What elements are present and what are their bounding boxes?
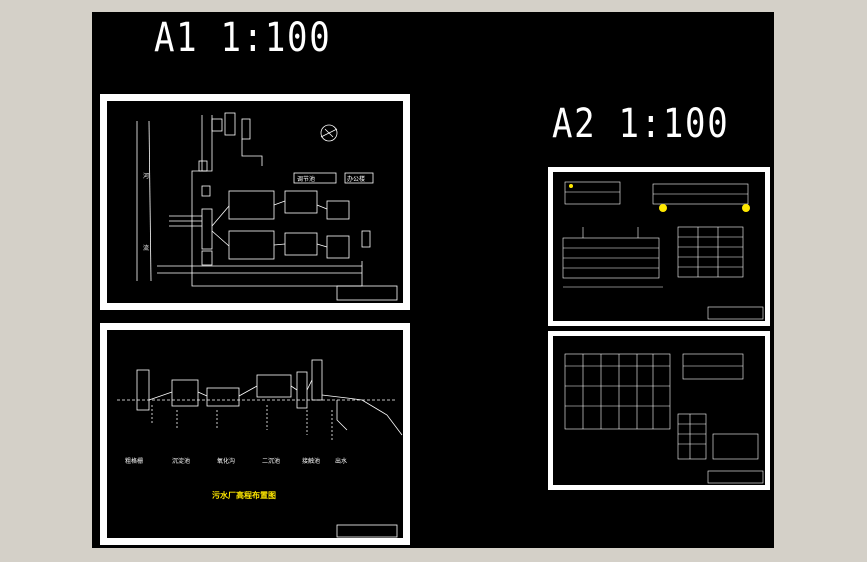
detail-a-drawing <box>562 181 764 320</box>
process-profile-drawing <box>117 359 403 538</box>
unit-label-6: 出水 <box>335 458 348 465</box>
process-profile-area: 粗格栅 沉淀池 氧化沟 二沉池 接触池 出水 污水厂高程布置图 <box>107 330 403 538</box>
river-label-1: 河 <box>143 173 150 180</box>
sheet-label-a2: A2 1:100 <box>552 101 730 147</box>
process-profile-sheet[interactable]: 粗格栅 沉淀池 氧化沟 二沉池 接触池 出水 污水厂高程布置图 <box>100 323 410 545</box>
unit-label-1: 粗格栅 <box>125 458 144 465</box>
detail-b-drawing <box>564 353 764 484</box>
unit-label-4: 二沉池 <box>262 458 281 465</box>
office-label: 办公楼 <box>347 176 366 183</box>
detail-a-area <box>553 172 765 321</box>
detail-a-sheet[interactable] <box>548 167 770 326</box>
unit-label-2: 沉淀池 <box>172 458 191 465</box>
north-arrow-icon <box>320 124 338 142</box>
unit-label-3: 氧化沟 <box>217 458 236 465</box>
unit-label-5: 接触池 <box>302 458 321 465</box>
profile-title: 污水厂高程布置图 <box>212 491 276 500</box>
sheet-label-a1: A1 1:100 <box>154 15 332 61</box>
site-plan-sheet[interactable]: 河 流 调节池 办公楼 <box>100 94 410 310</box>
detail-b-area <box>553 336 765 485</box>
tank-label: 调节池 <box>297 176 316 183</box>
detail-b-sheet[interactable] <box>548 331 770 490</box>
site-plan-area: 河 流 调节池 办公楼 <box>107 101 403 303</box>
river-label-2: 流 <box>143 245 150 252</box>
drawing-canvas[interactable]: A1 1:100 A2 1:100 <box>92 12 774 548</box>
site-plan-drawing <box>136 112 398 301</box>
